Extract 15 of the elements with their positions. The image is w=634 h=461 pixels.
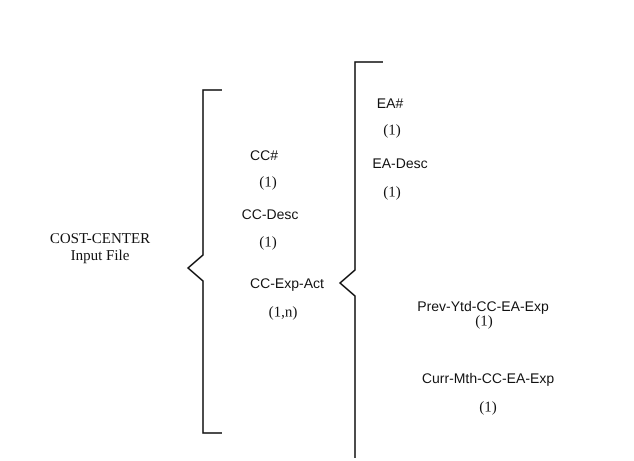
field-name: EA# (376, 94, 404, 112)
repetition-count: (1) (259, 234, 277, 252)
repetition-count: (1) (383, 122, 401, 140)
field-name: EA-Desc (372, 154, 428, 172)
repetition-count: (1,n) (268, 304, 298, 322)
field-name: CC-Desc (242, 206, 298, 222)
field-name: Prev-Ytd-CC-EA-Exp (417, 298, 549, 314)
repetition-count: (1) (479, 399, 497, 417)
repetition-count: (1) (259, 174, 277, 192)
field-name: Curr-Mth-CC-EA-Exp (422, 370, 554, 386)
field-name: CC# (250, 146, 278, 164)
entity-name: COST-CENTER Input File (48, 230, 152, 266)
field-name: CC-Exp-Act (250, 274, 324, 292)
repetition-count: (1) (475, 313, 493, 331)
repetition-count: (1) (383, 184, 401, 202)
